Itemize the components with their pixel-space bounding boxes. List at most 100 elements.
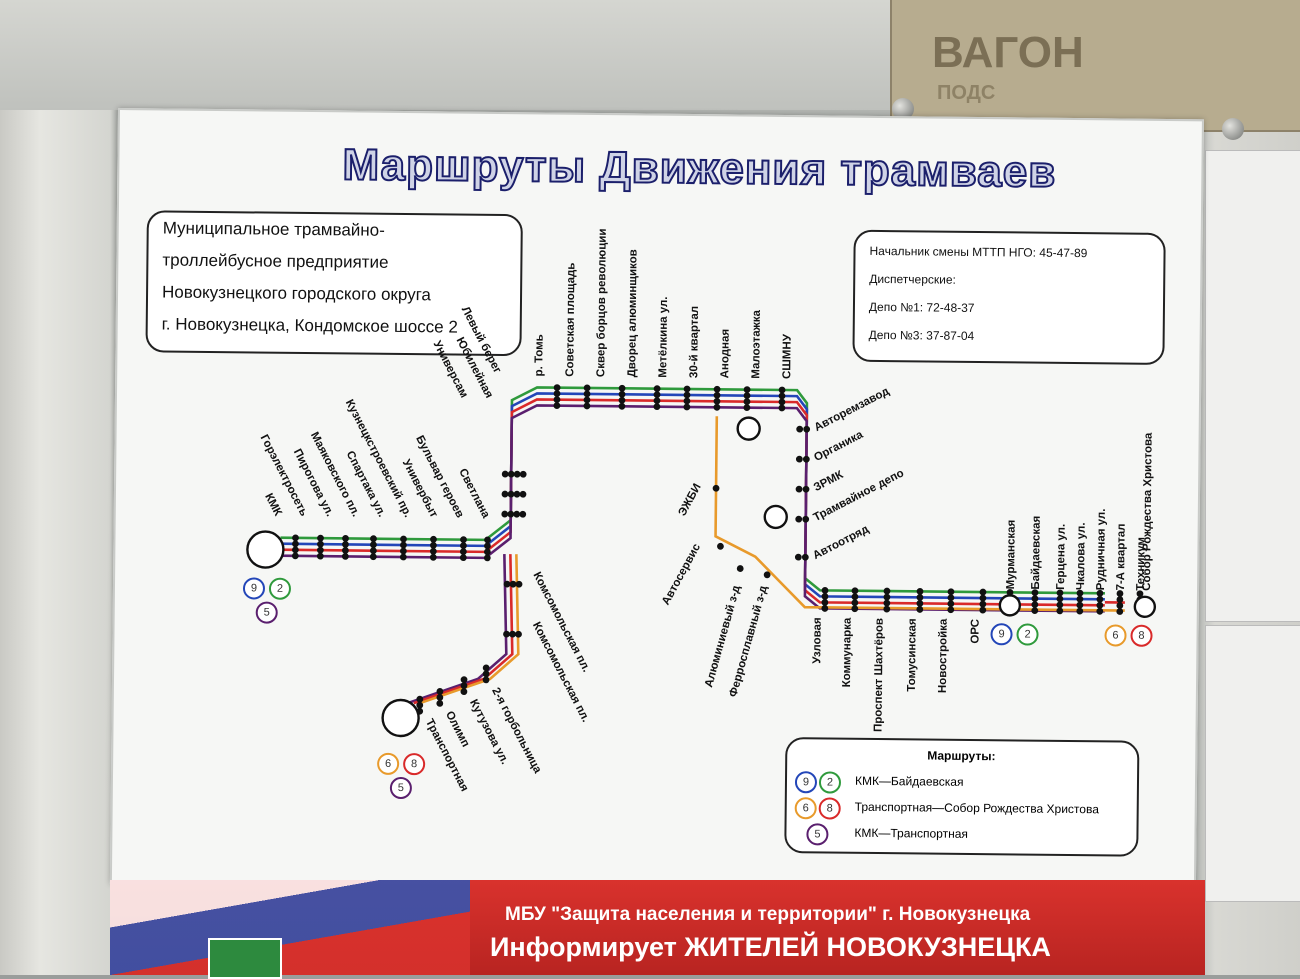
station-dot	[779, 399, 786, 406]
station-dot	[584, 396, 591, 403]
station-label: Сквер борцов революции	[595, 228, 609, 377]
station-dot	[507, 511, 514, 518]
terminal-station-circle	[247, 531, 283, 567]
station-dot	[916, 600, 923, 607]
station-dot	[1031, 595, 1038, 602]
station-dot	[342, 535, 349, 542]
station-dot	[795, 516, 802, 523]
station-label: Узловая	[811, 617, 823, 663]
station-dot	[370, 541, 377, 548]
station-dot	[554, 384, 561, 391]
station-label: Советская площадь	[564, 263, 577, 377]
route-badge: 2	[269, 578, 291, 600]
route-badge: 9	[990, 623, 1012, 645]
bottom-red-sign: МБУ "Защита населения и территории" г. Н…	[110, 880, 1205, 975]
station-label: СШМНУ	[781, 333, 793, 379]
bottom-sign-line1: МБУ "Защита населения и территории" г. Н…	[505, 904, 1030, 926]
station-dot	[803, 456, 810, 463]
station-dot	[430, 548, 437, 555]
station-dot	[400, 548, 407, 555]
station-dot	[802, 554, 809, 561]
station-dot	[1076, 602, 1083, 609]
route-badge: 8	[403, 753, 425, 775]
station-label: р. Томь	[533, 334, 545, 376]
station-label: Байдаевская	[1030, 516, 1043, 590]
station-dot	[342, 553, 349, 560]
station-label: Авторемзавод	[813, 385, 892, 434]
station-dot	[508, 491, 515, 498]
station-dot	[430, 542, 437, 549]
station-dot	[979, 595, 986, 602]
adjacent-poster	[1205, 150, 1300, 622]
station-dot	[460, 548, 467, 555]
station-dot	[317, 547, 324, 554]
route-badge: 9	[795, 771, 817, 793]
station-dot	[948, 588, 955, 595]
station-dot	[317, 541, 324, 548]
station-dot	[916, 606, 923, 613]
station-dot	[1096, 608, 1103, 615]
station-label: Горэлектросеть	[258, 433, 310, 519]
station-dot	[654, 385, 661, 392]
station-dot	[851, 605, 858, 612]
station-dot	[821, 593, 828, 600]
station-dot	[917, 588, 924, 595]
station-dot	[317, 535, 324, 542]
station-dot	[1096, 602, 1103, 609]
station-label: 2-я горбольница	[489, 686, 543, 776]
station-dot	[684, 392, 691, 399]
station-label: ОРС	[969, 619, 981, 644]
station-dot	[683, 404, 690, 411]
station-dot	[1056, 595, 1063, 602]
terminal-station-circle	[738, 418, 760, 440]
station-dot	[342, 547, 349, 554]
station-dot	[796, 456, 803, 463]
station-dot	[714, 386, 721, 393]
upper-sign: ВАГОН ПОДС	[890, 0, 1300, 132]
bolt-icon	[1222, 118, 1244, 140]
route-badge: 6	[795, 797, 817, 819]
terminal-station-circle	[382, 700, 418, 736]
station-label: 30-й квартал	[688, 306, 701, 378]
station-dot	[503, 631, 510, 638]
station-label: ЗРМК	[812, 468, 846, 494]
upper-sign-word2: ПОДС	[937, 82, 995, 105]
station-label: Органика	[812, 429, 865, 464]
legend-row-text: КМК—Байдаевская	[855, 774, 964, 789]
station-dot	[436, 700, 443, 707]
station-dot	[342, 541, 349, 548]
station-dot	[979, 607, 986, 614]
station-dot	[292, 540, 299, 547]
station-dot	[821, 599, 828, 606]
station-dot	[1056, 607, 1063, 614]
station-dot	[802, 516, 809, 523]
station-dot	[502, 491, 509, 498]
station-dot	[1116, 608, 1123, 615]
station-dot	[317, 553, 324, 560]
station-dot	[554, 390, 561, 397]
station-dot	[979, 601, 986, 608]
station-dot	[947, 600, 954, 607]
station-label: Герцена ул.	[1055, 524, 1068, 590]
station-label: Малоэтажка	[750, 309, 763, 378]
bottom-sign-line2: Информирует ЖИТЕЛЕЙ НОВОКУЗНЕЦКА	[490, 932, 1051, 963]
station-dot	[980, 589, 987, 596]
station-dot	[743, 404, 750, 411]
station-dot	[514, 471, 521, 478]
station-dot	[714, 398, 721, 405]
station-dot	[513, 511, 520, 518]
route-badge: 5	[390, 777, 412, 799]
station-dot	[583, 402, 590, 409]
station-dot	[584, 390, 591, 397]
route-badge: 6	[1104, 624, 1126, 646]
station-dot	[653, 403, 660, 410]
route-badge: 8	[1130, 625, 1152, 647]
station-dot	[292, 534, 299, 541]
route-badge: 9	[243, 577, 265, 599]
tram-map-poster: Маршруты Движения трамваев Муниципальное…	[110, 108, 1204, 895]
station-dot	[514, 491, 521, 498]
station-dot	[501, 511, 508, 518]
station-label: Рудничная ул.	[1095, 508, 1108, 590]
station-dot	[795, 554, 802, 561]
station-dot	[883, 600, 890, 607]
